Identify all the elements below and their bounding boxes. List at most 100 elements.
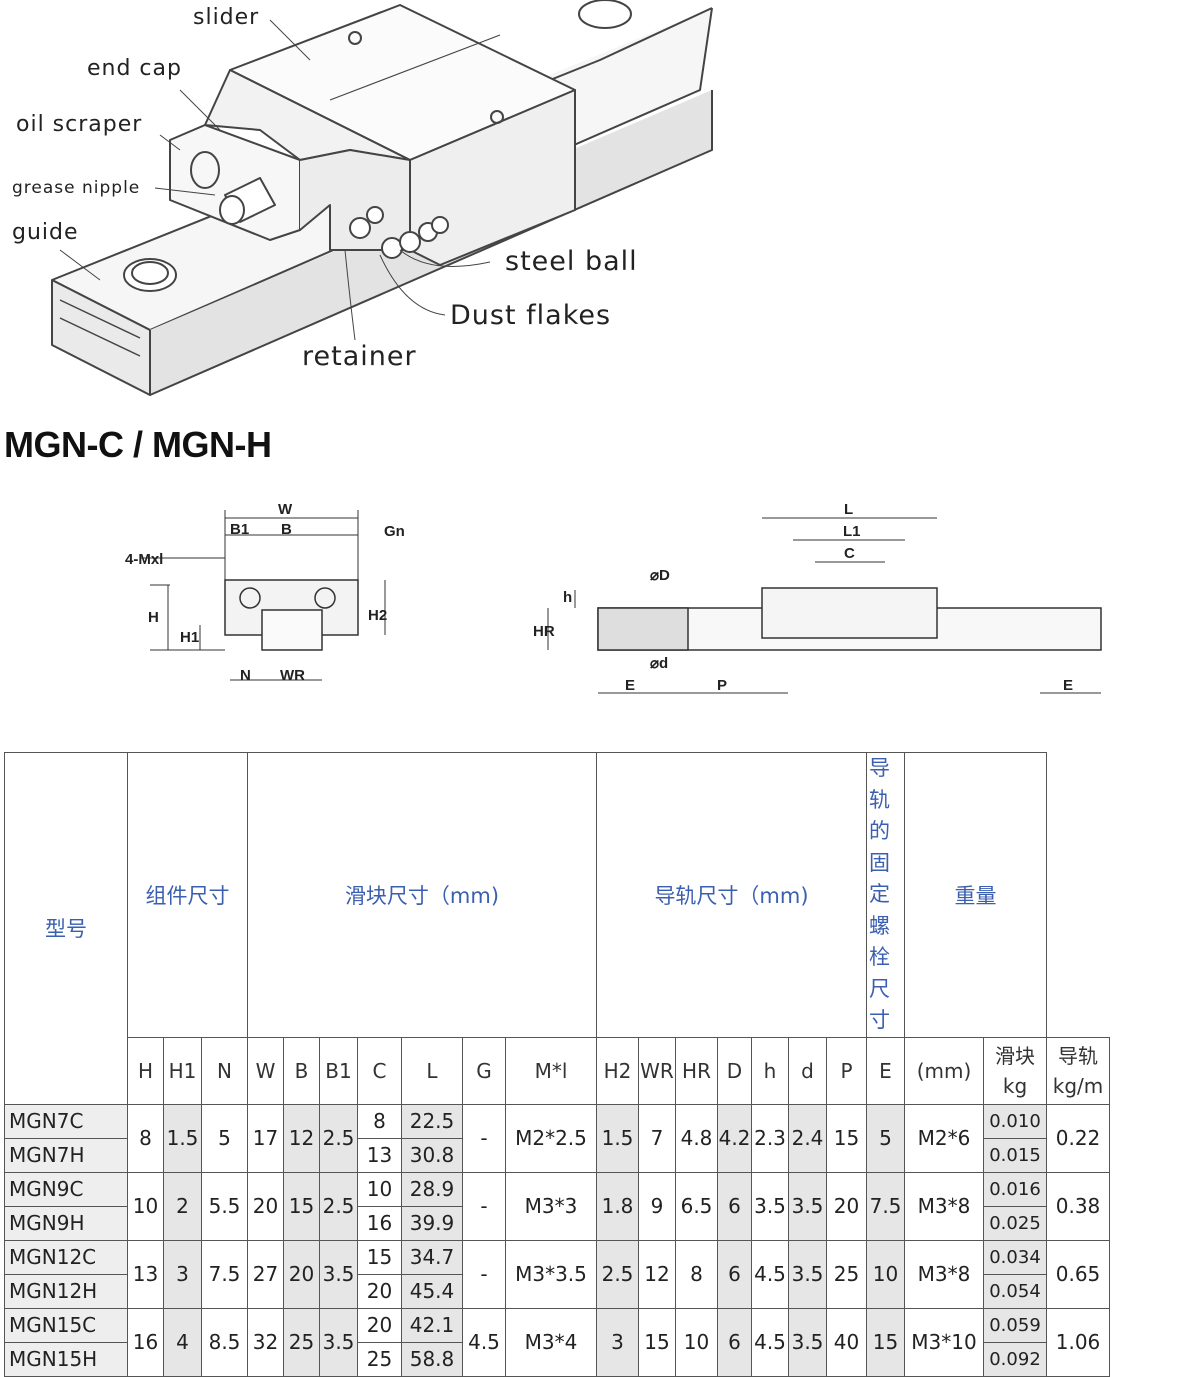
col-E: E bbox=[866, 1036, 905, 1105]
cell-h: 3.5 bbox=[751, 1171, 789, 1241]
cell-H2: 1.5 bbox=[596, 1103, 639, 1173]
cell-H1: 1.5 bbox=[163, 1103, 202, 1173]
col-WR: WR bbox=[638, 1036, 676, 1105]
dim-B1: B1 bbox=[230, 521, 249, 538]
cell-P: 20 bbox=[826, 1171, 867, 1241]
cell-H2: 3 bbox=[596, 1307, 639, 1377]
col-C: C bbox=[357, 1036, 402, 1105]
col-model: 型号 bbox=[4, 752, 128, 1105]
dim-MxL: 4-Mxl bbox=[125, 551, 163, 568]
col-P: P bbox=[826, 1036, 867, 1105]
cell-D: 6 bbox=[717, 1307, 752, 1377]
cell-C: 25 bbox=[357, 1341, 402, 1377]
col-group-bolt: 导轨的固定螺栓尺寸 bbox=[866, 752, 905, 1038]
dim-WR: WR bbox=[280, 667, 305, 684]
cell-bolt: M3*8 bbox=[904, 1171, 984, 1241]
cell-L: 34.7 bbox=[401, 1239, 463, 1275]
col-bolt-mm: (mm) bbox=[904, 1036, 984, 1105]
cell-rail-kgm: 0.38 bbox=[1046, 1171, 1110, 1241]
cell-C: 15 bbox=[357, 1239, 402, 1275]
cell-WR: 15 bbox=[638, 1307, 676, 1377]
cell-C: 16 bbox=[357, 1205, 402, 1241]
cell-D: 4.2 bbox=[717, 1103, 752, 1173]
cell-B: 15 bbox=[283, 1171, 320, 1241]
col-weight-rail-label: 导轨 bbox=[1058, 1043, 1098, 1068]
cell-L: 39.9 bbox=[401, 1205, 463, 1241]
linear-guide-illustration: slider end cap oil scraper grease nipple… bbox=[0, 0, 1200, 400]
dim-H1: H1 bbox=[180, 629, 199, 646]
label-retainer: retainer bbox=[302, 341, 417, 372]
cell-WR: 9 bbox=[638, 1171, 676, 1241]
col-B: B bbox=[283, 1036, 320, 1105]
cell-bolt: M2*6 bbox=[904, 1103, 984, 1173]
col-HR: HR bbox=[675, 1036, 718, 1105]
label-oil-scraper: oil scraper bbox=[16, 112, 143, 137]
cell-Ml: M3*4 bbox=[505, 1307, 597, 1377]
table-column-header-row: H H1 N W B B1 C L G M*l H2 WR HR D h d P… bbox=[5, 1036, 1110, 1105]
cell-B1: 2.5 bbox=[319, 1103, 358, 1173]
label-guide: guide bbox=[12, 220, 79, 245]
cell-block-kg: 0.059 bbox=[983, 1307, 1047, 1343]
col-D: D bbox=[717, 1036, 752, 1105]
cell-N: 7.5 bbox=[201, 1239, 248, 1309]
cell-B: 12 bbox=[283, 1103, 320, 1173]
cell-HR: 6.5 bbox=[675, 1171, 718, 1241]
cell-L: 28.9 bbox=[401, 1171, 463, 1207]
cell-block-kg: 0.010 bbox=[983, 1103, 1047, 1139]
cell-bolt: M3*8 bbox=[904, 1239, 984, 1309]
col-weight-block-unit: kg bbox=[1002, 1073, 1028, 1098]
cell-N: 5 bbox=[201, 1103, 248, 1173]
col-group-weight: 重量 bbox=[904, 752, 1047, 1038]
col-weight-rail-unit: kg/m bbox=[1052, 1073, 1104, 1098]
col-H: H bbox=[127, 1036, 164, 1105]
cell-d: 2.4 bbox=[788, 1103, 827, 1173]
dim-C: C bbox=[844, 545, 855, 562]
cell-C: 20 bbox=[357, 1273, 402, 1309]
model-cell: MGN7H bbox=[4, 1137, 128, 1173]
dim-H2: H2 bbox=[368, 607, 387, 624]
cell-W: 27 bbox=[247, 1239, 284, 1309]
dim-P: P bbox=[717, 677, 727, 694]
cell-H: 8 bbox=[127, 1103, 164, 1173]
cell-L: 58.8 bbox=[401, 1341, 463, 1377]
linear-guide-drawing bbox=[51, 0, 713, 396]
cell-N: 8.5 bbox=[201, 1307, 248, 1377]
cell-HR: 8 bbox=[675, 1239, 718, 1309]
cell-C: 20 bbox=[357, 1307, 402, 1343]
cell-rail-kgm: 0.22 bbox=[1046, 1103, 1110, 1173]
model-cell: MGN12C bbox=[4, 1239, 128, 1275]
dim-E: E bbox=[625, 677, 635, 694]
col-d: d bbox=[788, 1036, 827, 1105]
cell-block-kg: 0.025 bbox=[983, 1205, 1047, 1241]
label-steel-ball: steel ball bbox=[505, 246, 638, 277]
cell-H1: 3 bbox=[163, 1239, 202, 1309]
cell-E: 15 bbox=[866, 1307, 905, 1377]
col-W: W bbox=[247, 1036, 284, 1105]
cell-B1: 2.5 bbox=[319, 1171, 358, 1241]
label-slider: slider bbox=[193, 5, 260, 30]
cell-H: 10 bbox=[127, 1171, 164, 1241]
dimension-drawings: W B1 B Gn 4-Mxl H H1 H2 N WR L L1 C ⌀D h… bbox=[125, 501, 1102, 694]
cell-Ml: M3*3.5 bbox=[505, 1239, 597, 1309]
cell-H1: 4 bbox=[163, 1307, 202, 1377]
cell-E: 7.5 bbox=[866, 1171, 905, 1241]
cell-G: - bbox=[462, 1239, 506, 1309]
cell-block-kg: 0.015 bbox=[983, 1137, 1047, 1173]
cell-G: 4.5 bbox=[462, 1307, 506, 1377]
col-weight-rail: 导轨 kg/m bbox=[1046, 1036, 1110, 1105]
cell-H: 13 bbox=[127, 1239, 164, 1309]
cell-block-kg: 0.054 bbox=[983, 1273, 1047, 1309]
dim-H: H bbox=[148, 609, 159, 626]
col-group-block: 滑块尺寸（mm) bbox=[247, 752, 597, 1038]
cell-D: 6 bbox=[717, 1239, 752, 1309]
cell-B: 25 bbox=[283, 1307, 320, 1377]
model-cell: MGN7C bbox=[4, 1103, 128, 1139]
cell-rail-kgm: 0.65 bbox=[1046, 1239, 1110, 1309]
model-cell: MGN9C bbox=[4, 1171, 128, 1207]
model-cell: MGN12H bbox=[4, 1273, 128, 1309]
model-cell: MGN15C bbox=[4, 1307, 128, 1343]
